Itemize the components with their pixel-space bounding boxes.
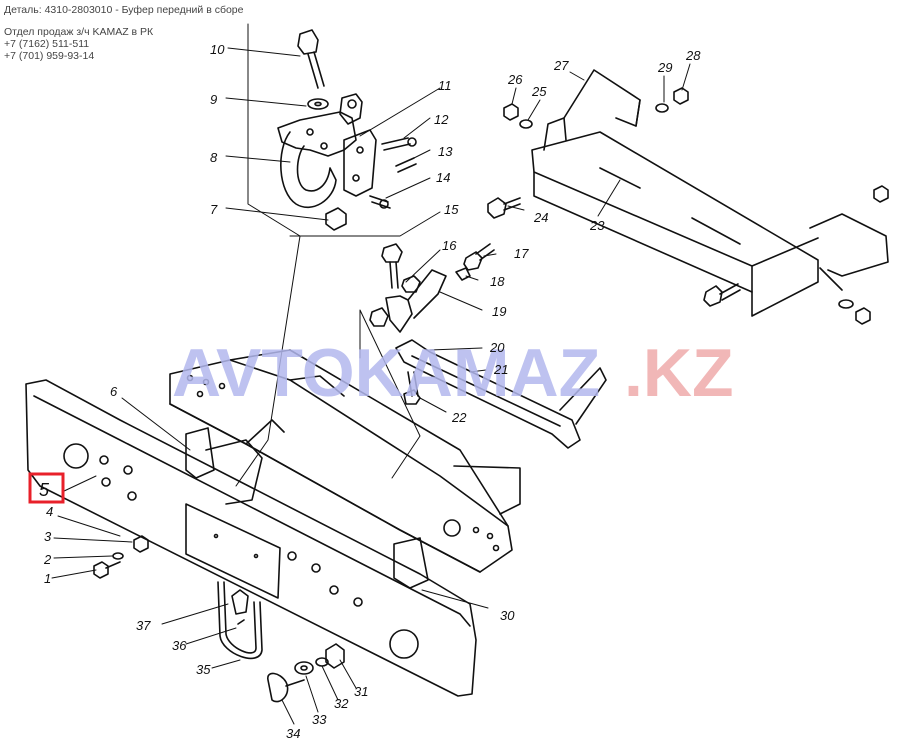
callout-8: 8 [210, 150, 218, 165]
callout-14: 14 [436, 170, 450, 185]
callout-9: 9 [210, 92, 217, 107]
watermark-domain: .KZ [624, 335, 734, 411]
callout-23: 23 [589, 218, 605, 233]
callout-31: 31 [354, 684, 368, 699]
leader-lines [51, 23, 691, 725]
callout-3: 3 [44, 529, 52, 544]
callout-30: 30 [500, 608, 515, 623]
callout-17: 17 [514, 246, 529, 261]
page-header: Деталь: 4310-2803010 - Буфер передний в … [4, 4, 243, 62]
callout-7: 7 [210, 202, 218, 217]
watermark: AVTOKAMAZ .KZ [172, 335, 734, 411]
callout-28: 28 [685, 48, 701, 63]
callout-1: 1 [44, 571, 51, 586]
bolt-17-18 [455, 243, 495, 281]
sales-department: Отдел продаж з/ч KAMAZ в РК [4, 26, 154, 38]
washer-9 [307, 98, 329, 110]
callout-labels: 1 2 3 4 5 6 7 8 9 10 11 12 13 14 15 16 1… [39, 42, 701, 741]
watermark-main: AVTOKAMAZ [172, 335, 600, 411]
callout-5: 5 [39, 480, 50, 500]
callout-22: 22 [451, 410, 467, 425]
callout-36: 36 [172, 638, 187, 653]
vehicle-frame [169, 349, 521, 573]
nuts-25-29 [503, 87, 889, 325]
part-title: Деталь: 4310-2803010 - Буфер передний в … [4, 4, 244, 16]
callout-20: 20 [489, 340, 505, 355]
bolt-23 [703, 283, 741, 307]
callout-27: 27 [553, 58, 569, 73]
callout-34: 34 [286, 726, 300, 741]
bracket-19 [369, 269, 447, 333]
callout-13: 13 [438, 144, 453, 159]
cross-beam-assembly [531, 69, 889, 317]
strut-21 [395, 339, 607, 449]
callout-32: 32 [334, 696, 349, 711]
callout-11: 11 [438, 78, 452, 93]
highlight-box [28, 472, 65, 504]
callout-25: 25 [531, 84, 547, 99]
callout-21: 21 [493, 362, 508, 377]
callout-26: 26 [507, 72, 523, 87]
callout-18: 18 [490, 274, 505, 289]
bolt-10 [297, 29, 325, 89]
tow-hook-bracket [277, 93, 377, 209]
callout-24: 24 [533, 210, 548, 225]
callout-35: 35 [196, 662, 211, 677]
callout-37: 37 [136, 618, 151, 633]
front-bumper [25, 379, 477, 697]
callout-4: 4 [46, 504, 53, 519]
callout-15: 15 [444, 202, 459, 217]
bolt-22 [403, 371, 421, 405]
callout-6: 6 [110, 384, 118, 399]
callout-10: 10 [210, 42, 225, 57]
phone-2: +7 (701) 959-93-14 [4, 50, 95, 62]
bolt-15 [381, 243, 403, 289]
callout-16: 16 [442, 238, 457, 253]
fastener-set-31-34 [267, 643, 345, 703]
nut-7 [325, 207, 347, 231]
callout-2: 2 [43, 552, 52, 567]
callout-33: 33 [312, 712, 327, 727]
bolt-set-1-4 [93, 535, 149, 579]
callout-12: 12 [434, 112, 449, 127]
callout-29: 29 [657, 60, 672, 75]
u-bolt-35-37 [217, 581, 263, 660]
bolts-12-14 [369, 137, 417, 209]
phone-1: +7 (7162) 511-511 [4, 38, 90, 50]
bracket-6-and-30 [185, 427, 429, 589]
callout-19: 19 [492, 304, 506, 319]
